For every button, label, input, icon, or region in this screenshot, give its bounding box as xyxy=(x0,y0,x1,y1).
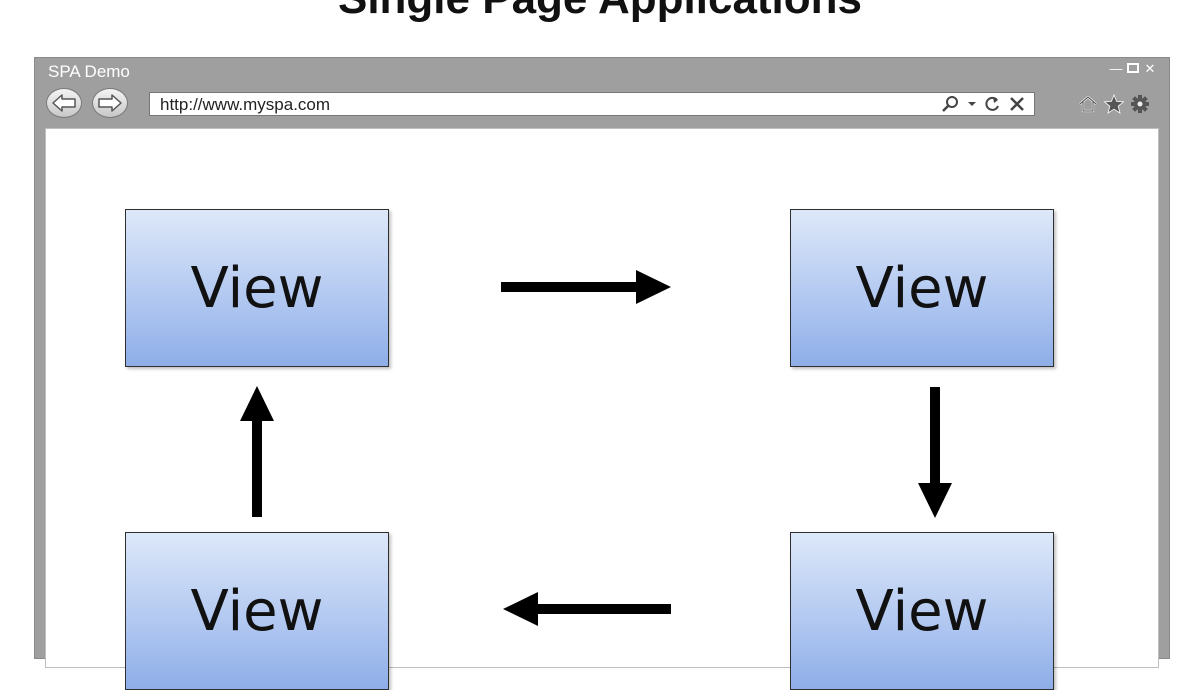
slide-title: Single Page Applications xyxy=(0,0,1200,24)
browser-tool-icons xyxy=(1077,94,1151,114)
search-icon[interactable] xyxy=(940,95,962,113)
stop-icon[interactable] xyxy=(1008,95,1026,113)
home-icon[interactable] xyxy=(1077,94,1099,114)
refresh-icon[interactable] xyxy=(982,95,1002,113)
address-bar-icons xyxy=(940,95,1026,113)
minimize-icon[interactable]: — xyxy=(1109,61,1123,76)
page-content: View View View View xyxy=(45,128,1159,690)
back-button[interactable] xyxy=(46,88,82,118)
arrow-left xyxy=(503,592,671,626)
gear-icon[interactable] xyxy=(1129,94,1151,114)
view-label: View xyxy=(855,255,989,321)
maximize-icon[interactable] xyxy=(1126,62,1140,76)
forward-arrow-icon xyxy=(98,94,122,112)
browser-window: SPA Demo — ✕ http://www.myspa.com xyxy=(34,57,1170,690)
back-arrow-icon xyxy=(52,94,76,112)
view-box-top-right: View xyxy=(790,209,1054,367)
view-box-top-left: View xyxy=(125,209,389,367)
url-text: http://www.myspa.com xyxy=(160,95,331,114)
window-controls: — ✕ xyxy=(1109,62,1157,76)
dropdown-icon[interactable] xyxy=(968,95,976,113)
flow-arrows xyxy=(240,270,952,626)
forward-button[interactable] xyxy=(92,88,128,118)
close-icon[interactable]: ✕ xyxy=(1144,61,1156,76)
arrow-right xyxy=(501,270,671,304)
slide-title-clip: Single Page Applications xyxy=(0,0,1200,24)
window-title: SPA Demo xyxy=(48,62,130,81)
arrow-up xyxy=(240,386,274,517)
star-icon[interactable] xyxy=(1103,94,1125,114)
view-label: View xyxy=(190,255,324,321)
arrow-down xyxy=(918,387,952,518)
address-bar[interactable]: http://www.myspa.com xyxy=(149,92,1035,116)
